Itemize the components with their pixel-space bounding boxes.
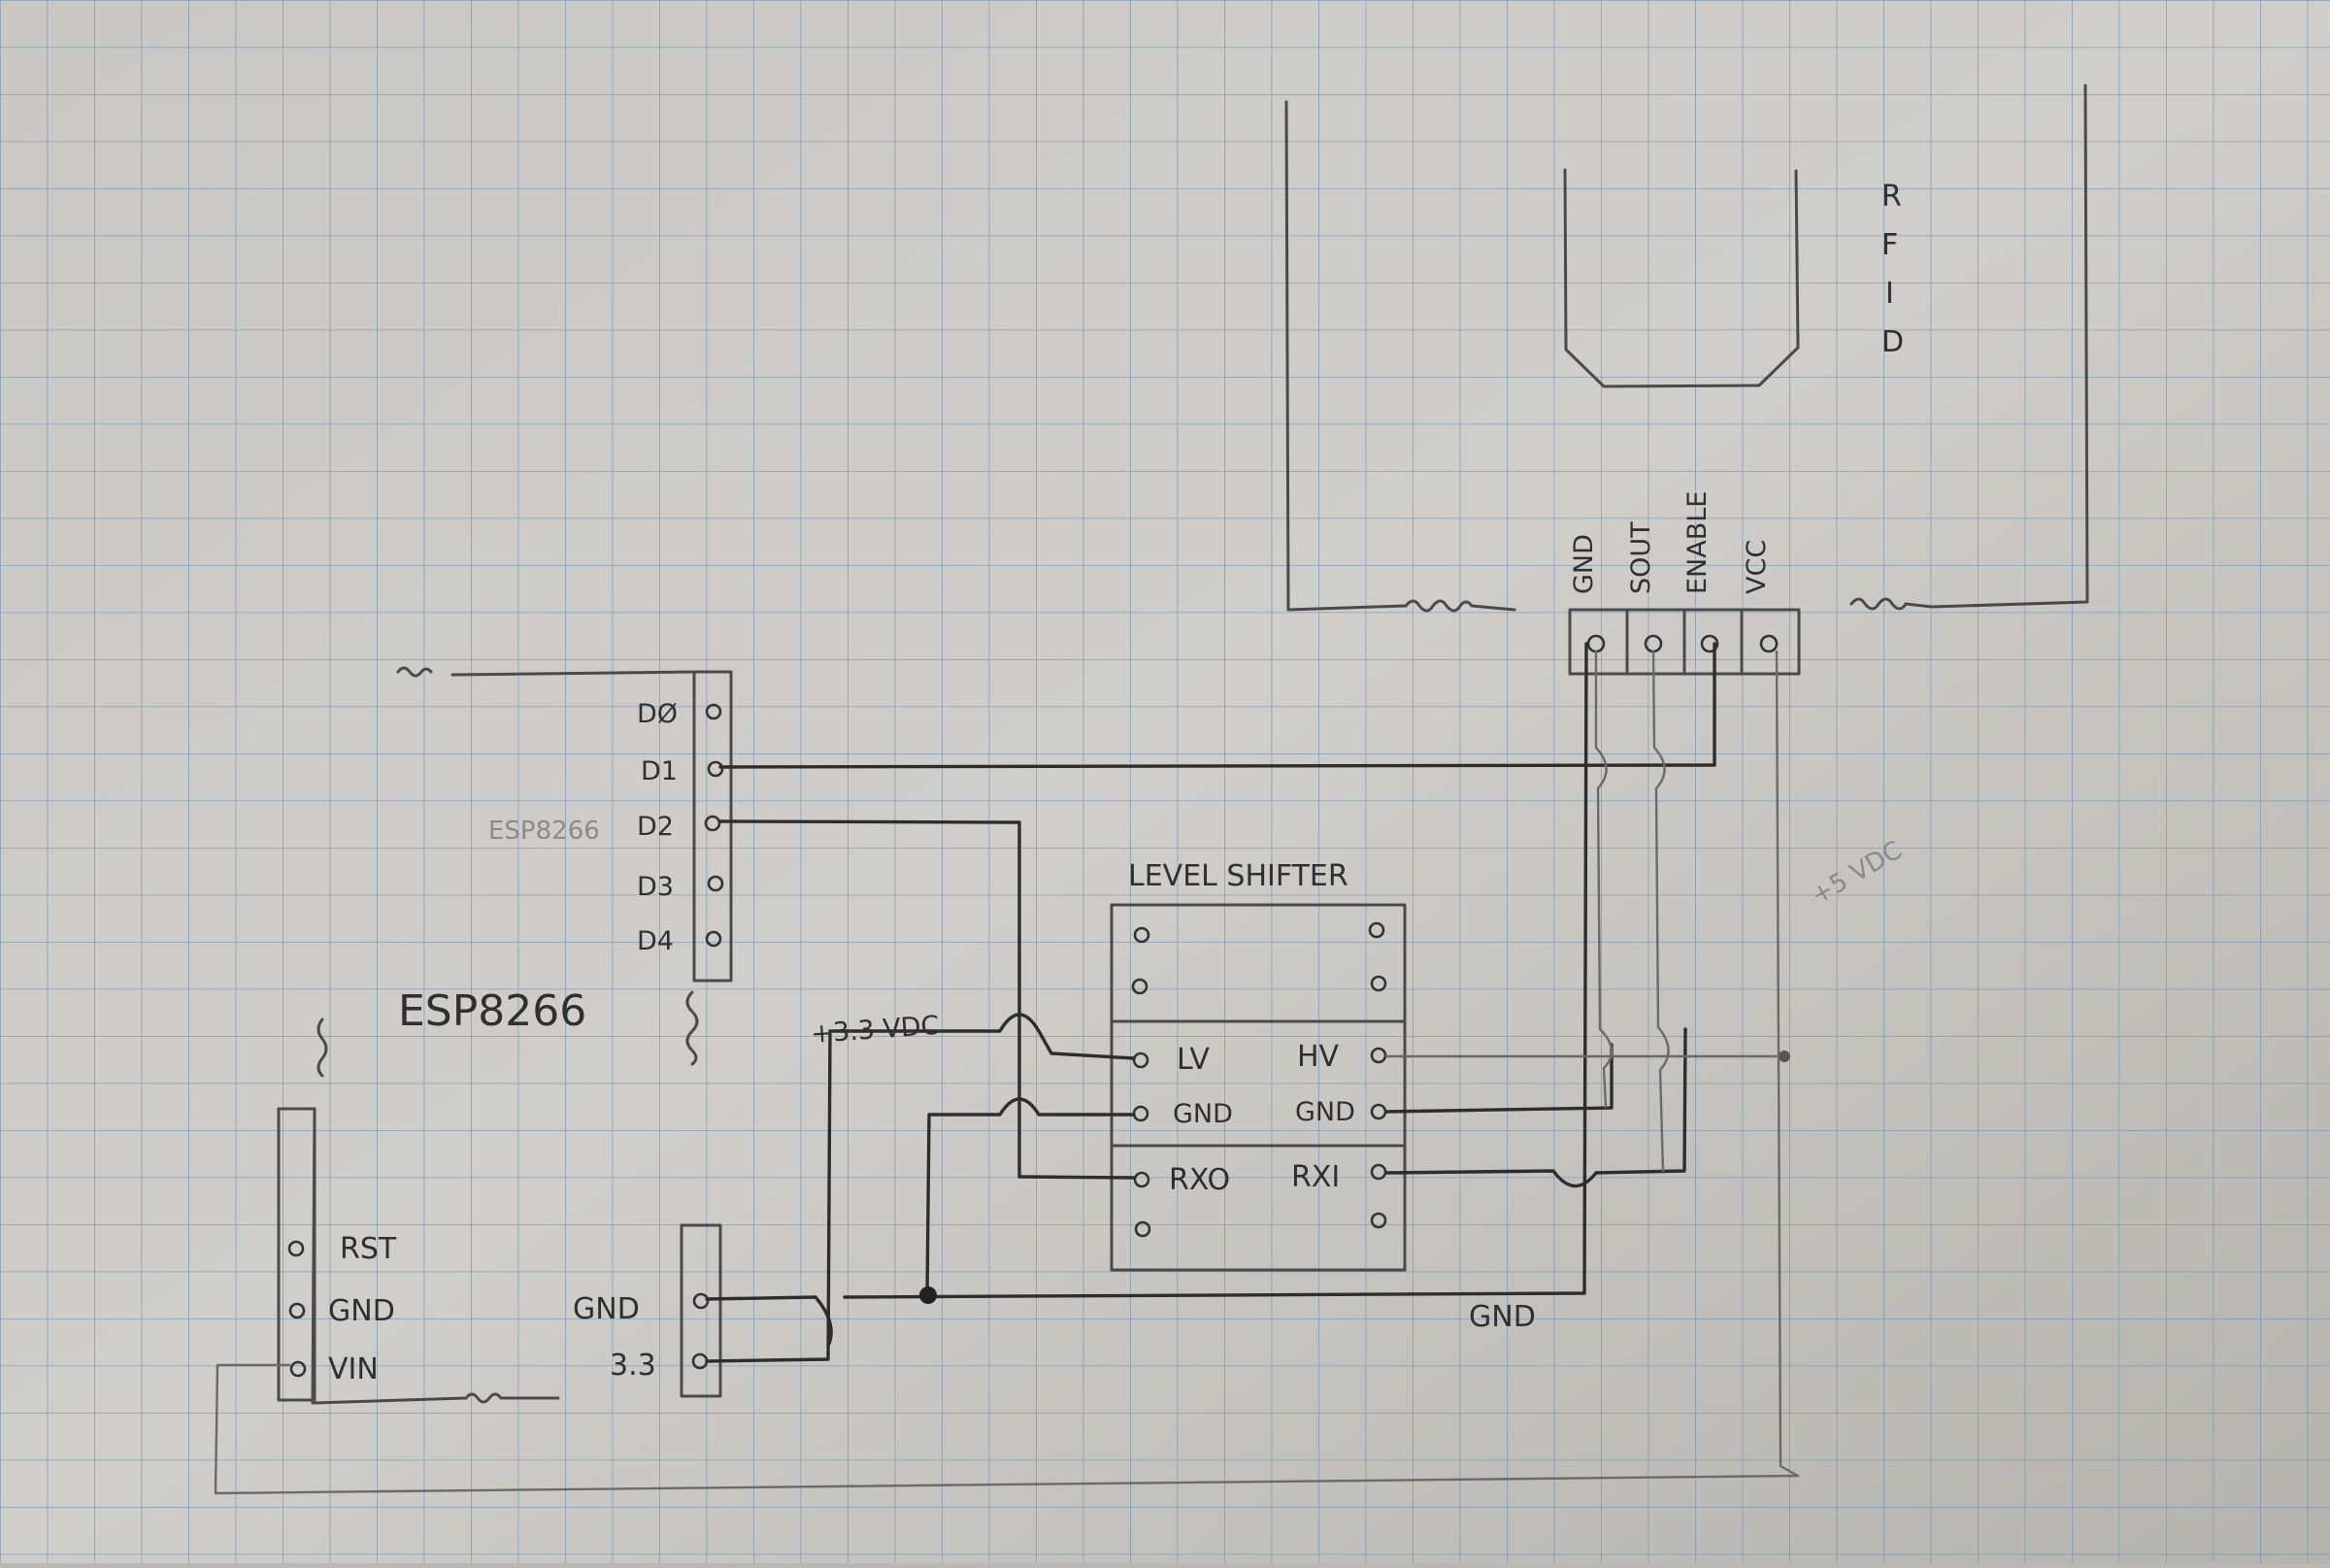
level-shifter-row-rx: RXO RXI xyxy=(1133,1160,1387,1197)
rfid-title: R F I D xyxy=(1881,180,1904,359)
rfid-pin-gnd: GND xyxy=(1569,534,1606,653)
pin-hole xyxy=(1133,926,1150,944)
wire-gnd-to-lv-gnd xyxy=(925,1097,1136,1297)
wire-rxi-to-sout xyxy=(1384,1027,1687,1188)
rfid-pin-label: ENABLE xyxy=(1682,491,1713,594)
esp-power-break xyxy=(316,1018,328,1078)
esp-board-break xyxy=(685,990,699,1066)
level-shifter-pin-label: GND xyxy=(1173,1099,1233,1129)
esp-title: ESP8266 xyxy=(398,986,586,1036)
level-shifter-pin-label: HV xyxy=(1297,1040,1340,1074)
pin-hole xyxy=(707,760,724,778)
pin-hole xyxy=(705,930,722,948)
pin-hole xyxy=(692,1292,710,1310)
wire-d2-to-rxo xyxy=(718,819,1136,1180)
pin-hole xyxy=(1131,978,1148,995)
pin-hole xyxy=(1132,1051,1149,1069)
level-shifter-row-lv-hv: LV HV xyxy=(1132,1040,1387,1077)
rfid-module: R F I D GND SOUT ENABLE VCC xyxy=(1284,83,2089,676)
esp-board-bottom-edge xyxy=(313,1392,560,1405)
rfid-pin-enable: ENABLE xyxy=(1682,491,1719,653)
pin-hole xyxy=(1368,921,1385,939)
esp-power-inner-edge xyxy=(311,1107,316,1405)
level-shifter-pin-label: LV xyxy=(1177,1043,1210,1077)
rfid-pin-vcc: VCC xyxy=(1742,540,1779,653)
esp-power-pin-label: GND xyxy=(328,1294,395,1328)
pin-hole xyxy=(1370,975,1387,992)
wire-hv-gnd xyxy=(1384,1043,1614,1114)
power-pin-label: GND xyxy=(573,1292,640,1326)
pin-hole xyxy=(1370,1212,1387,1229)
rfid-title-letter: F xyxy=(1881,228,1898,262)
pin-hole xyxy=(289,1360,307,1378)
rfid-break-left xyxy=(1404,599,1516,613)
esp-power-pin-label: VIN xyxy=(328,1352,379,1386)
esp-pin-label: D1 xyxy=(641,756,678,786)
wires xyxy=(214,642,1800,1495)
esp-power-pin-label: RST xyxy=(340,1232,397,1266)
esp-pin-label: D2 xyxy=(637,812,674,842)
rfid-antenna xyxy=(1563,168,1800,388)
pin-hole xyxy=(705,703,722,720)
rfid-title-letter: D xyxy=(1881,325,1904,359)
rfid-title-letter: R xyxy=(1881,180,1902,214)
esp-board-top-edge xyxy=(396,666,696,678)
level-shifter-row-gnd: GND GND xyxy=(1132,1097,1387,1129)
pin-hole xyxy=(287,1240,305,1257)
level-shifter-title: LEVEL SHIFTER xyxy=(1128,859,1348,893)
esp-pin-label: DØ xyxy=(637,699,678,729)
esp-pin-label: D4 xyxy=(637,926,674,956)
junction-dot xyxy=(919,1286,937,1304)
pin-hole xyxy=(1134,1220,1151,1238)
rfid-outline-right xyxy=(1849,83,2089,611)
wire-rfid-sout-drop xyxy=(1651,650,1670,1173)
pin-hole xyxy=(1759,634,1779,653)
pin-hole xyxy=(1133,1171,1150,1188)
power-pin-label: 3.3 xyxy=(610,1349,656,1383)
wire-d1-to-enable xyxy=(718,642,1716,769)
rfid-outline-left xyxy=(1284,100,1408,612)
level-shifter-row xyxy=(1134,1212,1387,1238)
wire-rfid-gnd-drop xyxy=(1594,650,1614,1109)
pin-hole xyxy=(1700,634,1719,653)
pin-hole xyxy=(1370,1047,1387,1064)
esp-pin-label: D3 xyxy=(637,872,674,902)
rfid-pin-label: VCC xyxy=(1742,540,1772,594)
level-shifter-row xyxy=(1133,921,1385,944)
esp-d-header-strip xyxy=(692,670,733,983)
esp-ghost-label: ESP8266 xyxy=(488,817,600,846)
rfid-pin-label: GND xyxy=(1569,534,1599,594)
power-header-strip xyxy=(680,1223,722,1398)
level-shifter-pin-label: GND xyxy=(1295,1097,1355,1127)
rfid-pin-sout: SOUT xyxy=(1626,521,1663,653)
level-shifter-pin-label: RXI xyxy=(1291,1160,1340,1194)
level-shifter-pin-label: RXO xyxy=(1169,1163,1230,1197)
rfid-pin-label: SOUT xyxy=(1626,521,1656,594)
wire-3v3-to-lv xyxy=(705,1013,1136,1363)
pin-hole xyxy=(707,875,724,892)
level-shifter: LEVEL SHIFTER LV HV GND GND RXO RX xyxy=(1110,859,1407,1272)
level-shifter-row xyxy=(1131,975,1387,995)
esp-power-header: RST GND VIN xyxy=(277,1018,560,1405)
wire-5v-to-vin xyxy=(214,650,1800,1495)
level-shifter-body xyxy=(1110,903,1407,1272)
esp-d-header: DØ D1 D2 D3 D4 ESP8266 xyxy=(396,666,733,1066)
pin-hole xyxy=(704,815,721,832)
wire-gnd-rail xyxy=(705,642,1588,1346)
rail-label-gnd: GND xyxy=(1469,1300,1536,1334)
rfid-title-letter: I xyxy=(1885,277,1894,311)
pin-hole xyxy=(288,1302,306,1319)
junction-dot xyxy=(1779,1051,1790,1062)
